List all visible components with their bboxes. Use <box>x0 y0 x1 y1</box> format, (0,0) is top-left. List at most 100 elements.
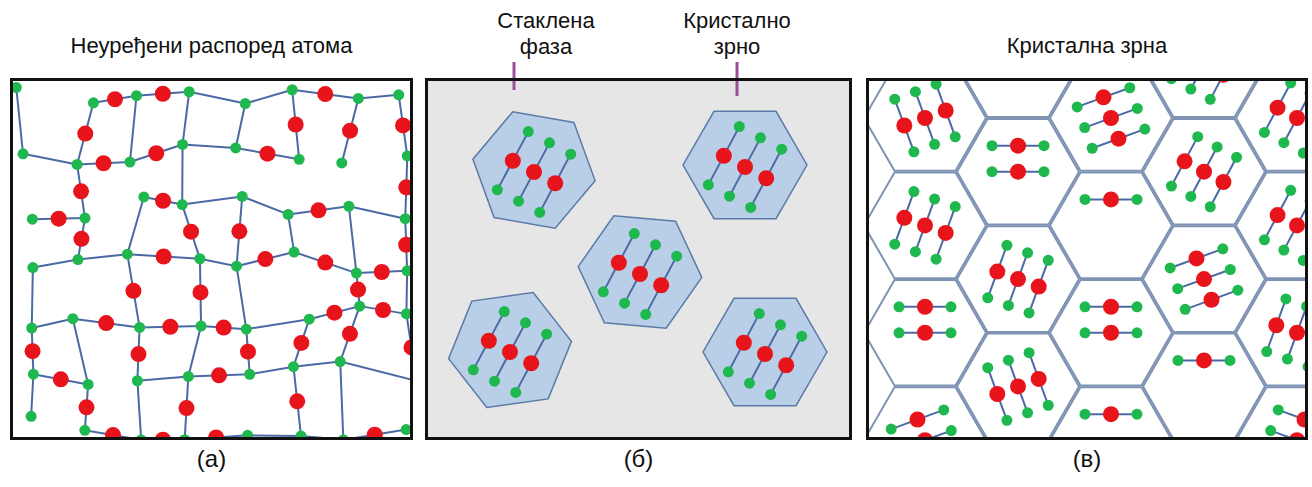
green-atom <box>1024 347 1035 358</box>
bond <box>915 92 934 145</box>
bond <box>293 319 309 367</box>
green-atom <box>510 387 521 398</box>
green-atom <box>196 321 207 332</box>
green-atom <box>88 97 99 108</box>
figure-panel: (б) <box>425 78 852 440</box>
red-atom <box>502 344 518 360</box>
green-atom <box>242 430 253 437</box>
callout-label: Стаклена фаза <box>481 8 611 60</box>
green-atom <box>240 98 251 109</box>
green-atom <box>1278 137 1289 148</box>
green-atom <box>929 194 940 205</box>
bond <box>1171 137 1197 186</box>
green-atom <box>468 364 479 375</box>
red-atom <box>148 145 164 161</box>
green-atom <box>1225 355 1236 366</box>
green-atom <box>987 166 998 177</box>
bond <box>182 196 242 204</box>
green-atom <box>401 308 410 319</box>
green-atom <box>1022 407 1033 418</box>
red-atom <box>1103 191 1119 207</box>
green-atom <box>894 301 905 312</box>
green-atom <box>1278 245 1289 256</box>
green-atom <box>79 213 90 224</box>
red-atom <box>342 123 358 139</box>
green-atom <box>982 362 993 373</box>
green-atom <box>179 434 190 437</box>
bond <box>349 206 357 273</box>
red-atom <box>547 175 563 191</box>
green-atom <box>27 214 38 225</box>
bond <box>349 206 405 218</box>
red-atom <box>107 91 123 107</box>
green-atom <box>79 425 90 436</box>
green-atom <box>640 309 651 320</box>
red-atom <box>53 371 69 387</box>
green-atom <box>1139 124 1150 135</box>
green-atom <box>1212 141 1223 152</box>
green-atom <box>1072 101 1083 112</box>
bond <box>1264 190 1290 239</box>
green-atom <box>775 319 786 330</box>
red-atom <box>716 148 732 164</box>
red-atom <box>310 202 326 218</box>
green-atom <box>946 327 957 338</box>
red-atom <box>367 427 383 437</box>
grain-tiling <box>869 81 1305 437</box>
red-atom <box>231 223 247 239</box>
red-atom <box>505 153 521 169</box>
bond <box>188 326 201 376</box>
green-atom <box>304 314 315 325</box>
bond <box>1303 211 1305 260</box>
leader-line <box>513 62 516 90</box>
green-atom <box>534 207 545 218</box>
bond <box>1284 201 1305 250</box>
bond <box>495 323 526 381</box>
red-atom <box>1031 371 1047 387</box>
red-atom <box>523 355 539 371</box>
red-atom <box>317 255 333 271</box>
crystal-grain <box>1236 81 1305 171</box>
red-atom <box>758 170 774 186</box>
green-atom <box>544 137 555 148</box>
bond <box>915 199 934 252</box>
bond <box>33 260 78 268</box>
green-atom <box>629 228 640 239</box>
red-atom <box>1289 217 1305 233</box>
green-atom <box>1301 301 1305 312</box>
green-atom <box>489 376 500 387</box>
bond <box>340 362 410 381</box>
red-atom <box>289 393 305 409</box>
red-atom <box>77 126 93 142</box>
bond <box>1085 108 1138 127</box>
bond <box>293 362 340 367</box>
green-atom <box>67 313 78 324</box>
bond <box>189 92 245 104</box>
bond <box>497 132 528 190</box>
red-atom <box>183 224 199 240</box>
green-atom <box>1003 300 1014 311</box>
bond <box>1287 306 1305 359</box>
red-atom <box>404 339 410 355</box>
green-atom <box>1305 195 1306 206</box>
bond <box>294 252 356 273</box>
green-atom <box>1305 88 1306 99</box>
green-atom <box>289 247 300 258</box>
bond <box>130 96 137 162</box>
red-atom <box>78 399 94 415</box>
green-atom <box>131 90 142 101</box>
green-atom <box>910 246 921 257</box>
green-atom <box>513 196 524 207</box>
red-atom <box>1196 164 1212 180</box>
green-atom <box>1132 103 1143 114</box>
bond <box>899 431 952 437</box>
green-atom <box>1080 327 1091 338</box>
red-atom <box>1270 207 1286 223</box>
green-atom <box>1166 81 1177 84</box>
bond <box>1185 290 1238 309</box>
red-atom <box>1010 378 1026 394</box>
red-atom <box>326 305 342 321</box>
green-atom <box>946 425 957 436</box>
green-atom <box>910 86 921 97</box>
